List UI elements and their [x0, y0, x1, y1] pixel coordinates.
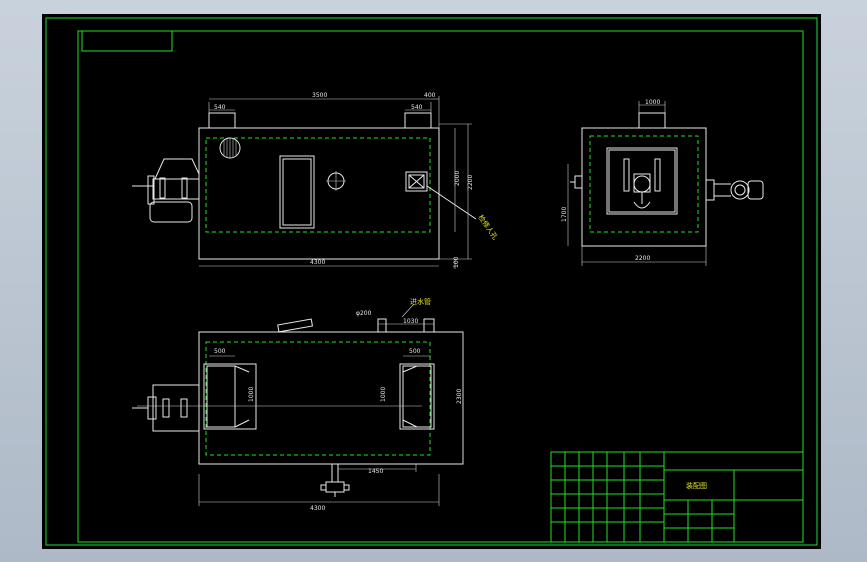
front-dim-inlet-left: 540: [214, 104, 226, 111]
front-dim-top-total: 3500: [312, 92, 327, 99]
plan-inner-box-right: [399, 363, 435, 430]
side-internal-device: [633, 175, 651, 193]
title-block: 装配图: [550, 451, 804, 543]
plan-dim-right: 2300: [456, 389, 463, 404]
side-view: 1000 1700 2200: [561, 99, 764, 266]
plan-dim-right-box-h: 1000: [380, 387, 387, 402]
plan-dim-top-offset: 1030: [403, 318, 418, 325]
plan-dim-pipe: φ200: [356, 310, 372, 317]
access-door-inner: [282, 158, 312, 226]
plan-dim-left-box: 500: [214, 348, 226, 355]
motor-body: [149, 201, 193, 223]
plan-pump: [152, 384, 200, 432]
front-dim-inlet-right: 540: [411, 104, 423, 111]
front-dim-bottom-right: 100: [453, 256, 460, 268]
front-tank-outline: [198, 127, 440, 260]
pump-body: [152, 178, 200, 200]
pump-housing: [154, 158, 200, 180]
front-tank-inner-dashed: [205, 137, 431, 233]
plan-callout-label: 进水管: [410, 297, 431, 306]
front-inlet-right: [404, 112, 432, 129]
outer-frame: [45, 17, 818, 546]
side-tank-inner-dashed: [589, 135, 699, 233]
plan-dim-left-box-h: 1000: [248, 387, 255, 402]
side-dim-left: 1700: [561, 207, 568, 222]
plan-tank-inner-dashed: [205, 341, 431, 456]
plan-inner-box-left: [203, 363, 257, 430]
plan-dim-bottom-offset: 1450: [368, 468, 383, 475]
plan-inlet-pipe: [277, 318, 314, 333]
front-dim-right-outer: 2200: [467, 175, 474, 190]
cad-drawing-canvas[interactable]: 检修人孔 3500 400 540 540 2000 2200 4300 100: [42, 14, 821, 549]
inner-frame: [77, 30, 804, 543]
front-dim-bottom: 4300: [310, 259, 325, 266]
title-block-frame: [550, 451, 804, 543]
plan-view: φ200 1030 进水管 500 500 1000 1000 2300 145…: [132, 297, 464, 512]
side-dim-top: 1000: [645, 99, 660, 106]
plan-dim-bottom-total: 4300: [310, 505, 325, 512]
front-dim-right-inner: 2000: [454, 171, 461, 186]
side-dim-bottom: 2200: [635, 255, 650, 262]
side-pump: [730, 180, 750, 200]
front-inlet-left: [208, 112, 236, 129]
front-callout-label: 检修人孔: [476, 213, 499, 241]
title-drawing-name: 装配图: [686, 481, 707, 490]
side-inlet: [638, 112, 666, 129]
cad-viewport[interactable]: 检修人孔 3500 400 540 540 2000 2200 4300 100: [42, 14, 821, 549]
valve-box: [405, 171, 428, 192]
plan-dim-right-box: 500: [409, 348, 421, 355]
access-door: [279, 155, 315, 229]
front-view: 检修人孔 3500 400 540 540 2000 2200 4300 100: [132, 92, 500, 269]
front-dim-top-right: 400: [424, 92, 436, 99]
plan-tank-outline: [198, 331, 464, 465]
plan-bottom-outlet: [325, 481, 345, 493]
corner-label-box: [81, 30, 173, 52]
side-tank-outline: [581, 127, 707, 247]
side-panel: [606, 147, 678, 215]
